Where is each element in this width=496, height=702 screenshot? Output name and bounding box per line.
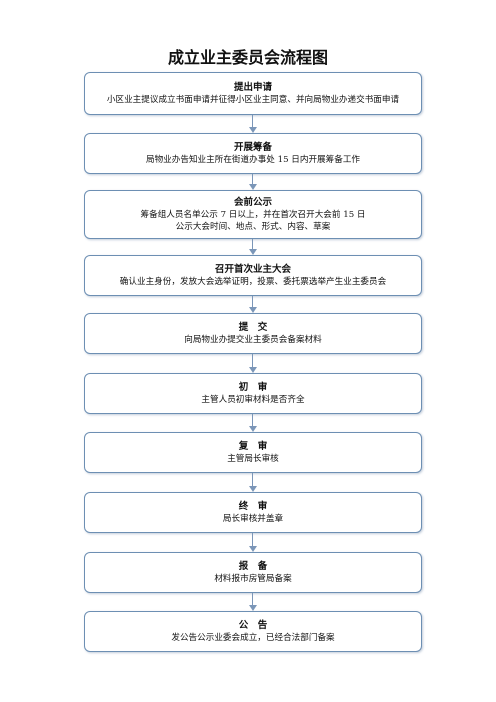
step-description: 主管人员初审材料是否齐全 [201, 394, 305, 405]
step-box-first-meeting: 召开首次业主大会 确认业主身份，发放大会选举证明，投票、委托票选举产生业主委员会 [84, 255, 422, 296]
step-heading: 公 告 [238, 619, 268, 631]
step-heading: 召开首次业主大会 [214, 263, 291, 275]
step-description: 向局物业办提交业主委员会备案材料 [184, 334, 322, 345]
step-description: 筹备组人员名单公示 7 日以上，并在首次召开大会前 15 日 [140, 209, 366, 220]
step-heading: 初 审 [238, 381, 268, 393]
step-heading: 提 交 [238, 321, 268, 333]
step-box-second-review: 复 审 主管局长审核 [84, 432, 422, 473]
step-box-file: 报 备 材料报市房管局备案 [84, 552, 422, 593]
flow-arrow [249, 239, 257, 255]
flow-arrow [249, 174, 257, 190]
step-description: 材料报市房管局备案 [214, 573, 292, 584]
step-box-publicize: 会前公示 筹备组人员名单公示 7 日以上，并在首次召开大会前 15 日 公示大会… [84, 190, 422, 239]
flow-arrow [249, 473, 257, 492]
step-description: 局物业办告知业主所在街道办事处 15 日内开展筹备工作 [145, 154, 361, 165]
flow-arrow [249, 593, 257, 611]
step-heading: 复 审 [238, 440, 268, 452]
step-box-final-review: 终 审 局长审核并盖章 [84, 492, 422, 533]
flow-arrow [249, 414, 257, 432]
step-box-submit: 提 交 向局物业办提交业主委员会备案材料 [84, 313, 422, 354]
step-description: 小区业主提议成立书面申请并征得小区业主同意、并向局物业办递交书面申请 [106, 94, 400, 105]
step-description: 主管局长审核 [227, 453, 279, 464]
step-description: 确认业主身份，发放大会选举证明，投票、委托票选举产生业主委员会 [119, 276, 387, 287]
flow-arrow [249, 115, 257, 133]
diagram-title: 成立业主委员会流程图 [167, 48, 328, 67]
step-heading: 提出申请 [233, 81, 272, 93]
flow-arrow [249, 533, 257, 552]
step-box-apply: 提出申请 小区业主提议成立书面申请并征得小区业主同意、并向局物业办递交书面申请 [84, 72, 422, 115]
step-box-prepare: 开展筹备 局物业办告知业主所在街道办事处 15 日内开展筹备工作 [84, 133, 422, 174]
step-box-announce: 公 告 发公告公示业委会成立，已经合法部门备案 [84, 611, 422, 652]
step-heading: 报 备 [238, 560, 268, 572]
step-description: 公示大会时间、地点、形式、内容、草案 [175, 221, 331, 232]
step-heading: 开展筹备 [233, 141, 272, 153]
step-box-first-review: 初 审 主管人员初审材料是否齐全 [84, 373, 422, 414]
step-heading: 会前公示 [233, 196, 272, 208]
flow-arrow [249, 354, 257, 373]
flow-arrow [249, 296, 257, 313]
step-heading: 终 审 [238, 500, 268, 512]
step-description: 局长审核并盖章 [222, 513, 284, 524]
step-description: 发公告公示业委会成立，已经合法部门备案 [171, 632, 335, 643]
